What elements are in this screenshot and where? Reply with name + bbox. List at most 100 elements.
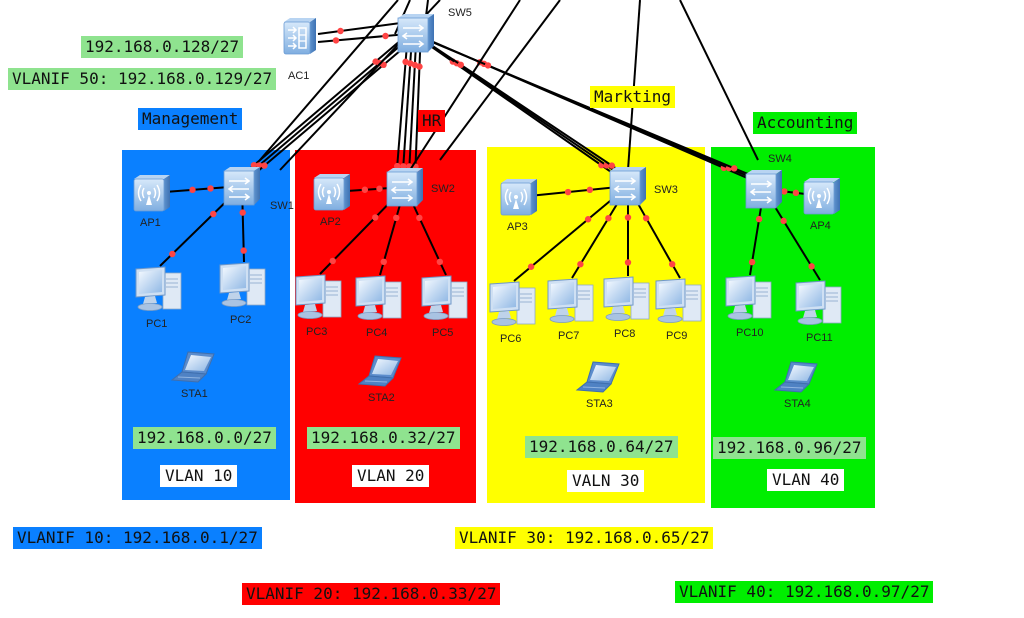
pc-pc5-label: PC5 <box>432 327 454 339</box>
pc-pc1[interactable] <box>133 265 187 320</box>
link-sw3-pc9-port-dot <box>669 261 676 268</box>
link-ac1-sw5 <box>317 21 409 35</box>
switch-sw3[interactable] <box>606 165 650 212</box>
laptop-sta2[interactable] <box>357 354 407 395</box>
link-sw4-pc10-port-dot <box>748 258 756 266</box>
link-ac1-sw5-port-dot <box>337 27 344 35</box>
uplink-sw5-sw2-port-dot <box>400 163 407 170</box>
switch-icon <box>397 14 434 53</box>
link-sw4-pc11-port-dot <box>780 217 787 225</box>
pc-pc5[interactable] <box>419 274 473 329</box>
switch-sw3-label: SW3 <box>654 184 678 196</box>
link-sw1-pc1-port-dot <box>169 250 176 258</box>
subnet-label-accounting: 192.168.0.96/27 <box>713 437 866 459</box>
pc-pc3[interactable] <box>293 273 347 328</box>
ap-ap1[interactable] <box>130 173 174 218</box>
ap-ap4[interactable] <box>800 176 844 221</box>
subnet-label-management: 192.168.0.0/27 <box>133 427 276 449</box>
pc-pc8-label: PC8 <box>614 328 636 340</box>
link-sw2-pc5-port-dot <box>436 258 444 265</box>
link-sw2-pc5-port-dot <box>416 214 423 221</box>
laptop-sta4[interactable] <box>773 360 823 401</box>
uplink-sw5-sw1 <box>246 35 419 181</box>
uplink-sw5-sw2 <box>407 35 418 182</box>
uplink-sw5-sw4-port-dot <box>484 62 492 69</box>
ap-ap1-label: AP1 <box>140 217 161 229</box>
ap-icon <box>313 174 350 211</box>
link-sw1-pc1-port-dot <box>210 210 217 218</box>
uplink-sw5-sw2 <box>401 33 414 182</box>
link-sw1-pc2-port-dot <box>240 247 247 254</box>
pc-pc11[interactable] <box>793 279 847 334</box>
switch-icon <box>223 167 260 206</box>
vlanif-label-hr: VLANIF 20: 192.168.0.33/27 <box>242 583 501 605</box>
controller-ac1[interactable] <box>280 16 320 61</box>
ap-icon <box>500 179 537 216</box>
core-subnet-label: 192.168.0.128/27 <box>81 36 244 58</box>
switch-sw5-label: SW5 <box>448 7 472 19</box>
link-sw2-pc3-port-dot <box>372 214 379 221</box>
link-sw1-pc2-port-dot <box>239 209 246 216</box>
uplink-sw5-sw2 <box>395 31 409 182</box>
uplink-sw5-sw2-port-dot <box>416 63 423 70</box>
vlanif-label-management: VLANIF 10: 192.168.0.1/27 <box>13 527 262 549</box>
ap-ap3[interactable] <box>497 177 541 222</box>
uplink-sw5-sw3-port-dot <box>457 61 464 68</box>
pc-pc3-label: PC3 <box>306 326 328 338</box>
switch-sw2[interactable] <box>383 166 427 213</box>
pc-pc6[interactable] <box>487 280 541 335</box>
laptop-icon <box>773 361 818 393</box>
switch-sw4[interactable] <box>742 168 786 215</box>
uplink-sw5-sw4 <box>417 35 770 184</box>
link-ap1-sw1-port-dot <box>189 186 196 194</box>
link-sw2-pc4-port-dot <box>393 214 400 221</box>
pc-pc8[interactable] <box>601 275 655 330</box>
switch-sw1-label: SW1 <box>270 200 294 212</box>
vlan-label-hr: VLAN 20 <box>352 465 430 487</box>
subnet-label-hr: 192.168.0.32/27 <box>307 427 460 449</box>
zone-title-accounting: Accounting <box>753 112 858 134</box>
switch-sw4-label: SW4 <box>768 153 792 165</box>
link-ac1-sw5-port-dot <box>382 32 389 40</box>
pc-pc1-label: PC1 <box>146 318 168 330</box>
pc-pc9[interactable] <box>653 277 707 332</box>
pc-icon <box>135 266 182 311</box>
subnet-label-marketing: 192.168.0.64/27 <box>525 436 678 458</box>
uplink-sw5-sw1-port-dot <box>250 162 258 169</box>
link-sw3-pc8-port-dot <box>624 214 632 221</box>
pc-pc7[interactable] <box>545 277 599 332</box>
vlan-label-accounting: VLAN 40 <box>767 469 845 491</box>
uplink-sw5-sw3 <box>417 35 634 181</box>
pc-pc10-label: PC10 <box>736 327 764 339</box>
link-sw3-pc8-port-dot <box>624 259 632 266</box>
link-ap2-sw2-port-dot <box>361 186 369 193</box>
laptop-sta3[interactable] <box>575 360 625 401</box>
laptop-sta1-label: STA1 <box>181 388 208 400</box>
link-ac1-sw5-port-dot <box>332 37 340 44</box>
pc-pc2[interactable] <box>217 261 271 316</box>
laptop-sta4-label: STA4 <box>784 398 811 410</box>
uplink-sw5-sw2 <box>413 37 422 182</box>
switch-sw1[interactable] <box>220 165 264 212</box>
link-sw2-pc3-port-dot <box>329 257 336 265</box>
laptop-icon <box>575 361 620 393</box>
pc-icon <box>489 281 536 326</box>
switch-sw5[interactable] <box>394 12 438 59</box>
ap-ap2[interactable] <box>310 172 354 217</box>
link-sw3-pc7-port-dot <box>577 261 584 268</box>
pc-icon <box>795 280 842 325</box>
pc-icon <box>421 275 468 320</box>
link-ap3-sw3-port-dot <box>586 186 594 194</box>
core-vlanif-label: VLANIF 50: 192.168.0.129/27 <box>8 68 277 90</box>
link-ap4-sw4-port-dot <box>781 188 788 195</box>
pc-pc10[interactable] <box>723 274 777 329</box>
laptop-sta1[interactable] <box>170 350 220 391</box>
ap-icon <box>133 175 170 212</box>
pc-icon <box>655 278 702 323</box>
pc-pc2-label: PC2 <box>230 314 252 326</box>
switch-sw2-label: SW2 <box>431 183 455 195</box>
pc-pc4[interactable] <box>353 274 407 329</box>
pc-icon <box>219 262 266 307</box>
ap-ap3-label: AP3 <box>507 221 528 233</box>
upstream-link-3 <box>439 0 561 161</box>
